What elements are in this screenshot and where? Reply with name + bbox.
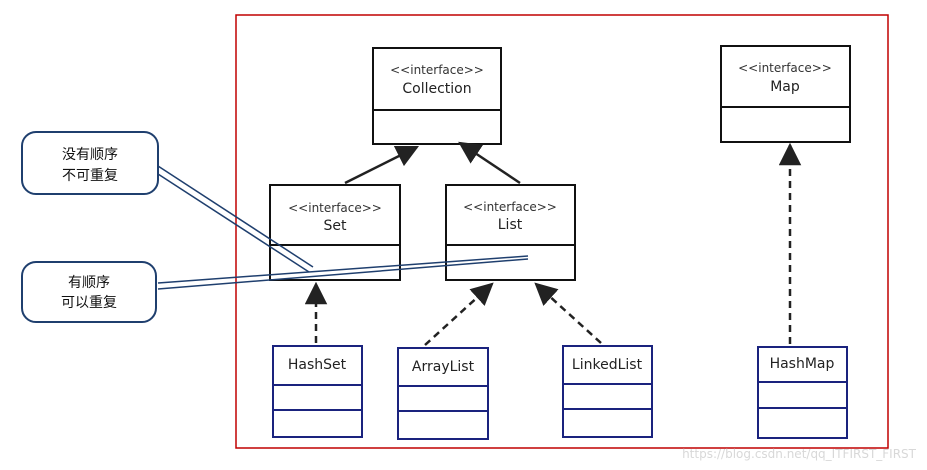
- list-note-leader: [157, 255, 529, 290]
- arraylist-implements-list-arrow: [424, 282, 494, 346]
- collection-name: Collection: [402, 81, 471, 97]
- set-name: Set: [324, 218, 348, 234]
- set-stereotype: <<interface>>: [288, 201, 382, 215]
- diagram-frame: [235, 14, 889, 449]
- hashmap-class-box: HashMap: [757, 346, 848, 439]
- set-note-line1: 没有顺序: [62, 147, 118, 163]
- list-name: List: [498, 217, 523, 233]
- hashmap-name: HashMap: [770, 356, 835, 372]
- list-note-line2: 可以重复: [61, 294, 117, 311]
- set-note-callout: 没有顺序 不可重复: [21, 131, 159, 195]
- map-interface-box: <<interface>> Map: [720, 45, 851, 143]
- linkedlist-class-box: LinkedList: [562, 345, 653, 438]
- map-stereotype: <<interface>>: [738, 61, 832, 75]
- list-stereotype: <<interface>>: [463, 200, 557, 214]
- set-note-line2: 不可重复: [62, 167, 118, 184]
- collection-stereotype: <<interface>>: [390, 63, 484, 77]
- set-interface-box: <<interface>> Set: [269, 184, 401, 281]
- linkedlist-name: LinkedList: [572, 357, 643, 373]
- arraylist-class-box: ArrayList: [397, 347, 489, 440]
- set-note-leader: [157, 165, 314, 273]
- collection-interface-box: <<interface>> Collection: [372, 47, 502, 145]
- list-note-callout: 有顺序 可以重复: [21, 261, 157, 323]
- list-note-line1: 有顺序: [68, 275, 110, 291]
- arraylist-name: ArrayList: [412, 359, 475, 375]
- hashset-name: HashSet: [288, 357, 347, 373]
- linkedlist-implements-list-arrow: [534, 282, 602, 344]
- set-extends-collection-arrow: [344, 145, 420, 185]
- list-interface-box: <<interface>> List: [445, 184, 576, 281]
- hashset-class-box: HashSet: [272, 345, 363, 438]
- map-name: Map: [770, 79, 800, 95]
- watermark-text: https://blog.csdn.net/qq_ITFIRST_FIRST: [682, 447, 917, 461]
- list-extends-collection-arrow: [458, 141, 521, 185]
